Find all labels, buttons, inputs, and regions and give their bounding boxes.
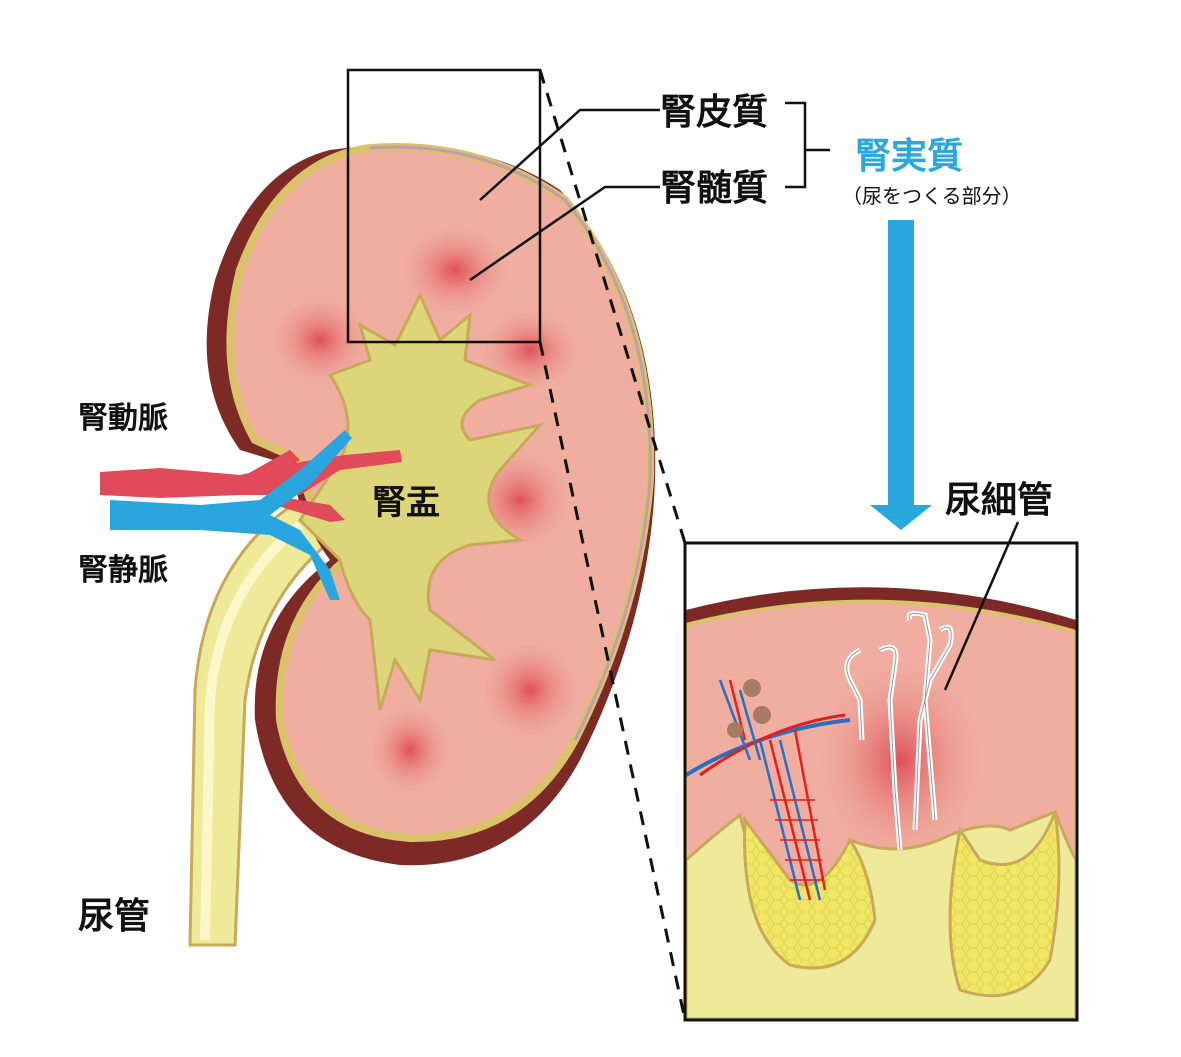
medulla-pyramid (395, 220, 515, 320)
medulla-pyramid (475, 635, 585, 745)
medulla-pyramid (365, 700, 455, 800)
inset-frame (683, 541, 1079, 1022)
label-tubule: 尿細管 (945, 480, 1053, 521)
label-renal-vein: 腎静脈 (78, 553, 168, 588)
label-parenchyma-note: （尿をつくる部分） (842, 184, 1022, 208)
label-renal-pelvis: 腎盂 (372, 483, 440, 523)
label-ureter: 尿管 (78, 896, 150, 937)
down-arrow-icon (870, 220, 932, 530)
tubule-inset (686, 544, 1076, 1019)
label-parenchyma: 腎実質 (855, 136, 963, 177)
label-renal-artery: 腎動脈 (78, 401, 168, 436)
renal-vein (110, 430, 352, 600)
medulla-pyramid (475, 305, 585, 395)
inset-artery (699, 713, 846, 777)
label-cortex: 腎皮質 (660, 92, 768, 133)
label-medulla: 腎髄質 (660, 168, 768, 209)
bracket (785, 101, 807, 189)
zoom-region-box (346, 68, 542, 344)
